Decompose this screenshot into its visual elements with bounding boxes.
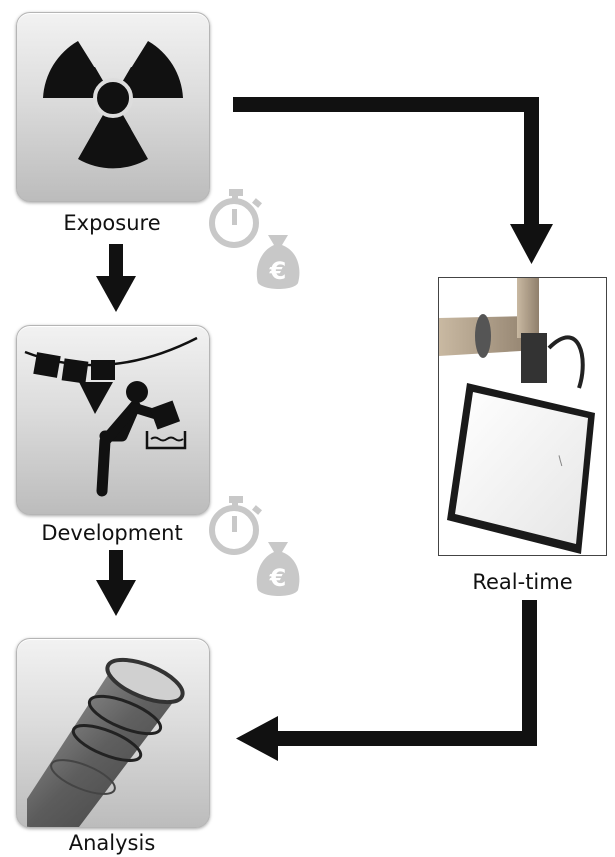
radiation-icon: [17, 13, 209, 201]
analysis-tile: [16, 638, 210, 828]
cost-marker-development: €: [206, 490, 306, 602]
realtime-label: Real-time: [438, 570, 607, 594]
development-tile: [16, 325, 210, 515]
arrow-exposure-to-development: [96, 244, 136, 312]
arrow-development-to-analysis: [96, 550, 136, 616]
stopwatch-icon: [212, 189, 262, 245]
realtime-detector-photo: ━━━: [438, 277, 607, 556]
digital-detector-photo: ━━━: [439, 278, 606, 555]
money-bag-icon: €: [257, 542, 300, 596]
exposure-label: Exposure: [16, 211, 208, 235]
cost-marker-exposure: €: [206, 183, 306, 295]
euro-symbol: €: [269, 564, 287, 592]
xray-pipe-icon: [17, 639, 209, 827]
exposure-tile: [16, 12, 210, 202]
film-developing-icon: [17, 326, 209, 514]
analysis-label: Analysis: [16, 831, 208, 855]
arrow-realtime-to-analysis: [236, 600, 537, 761]
development-label: Development: [16, 521, 208, 545]
money-bag-icon: €: [257, 235, 300, 289]
euro-symbol: €: [269, 257, 287, 285]
stopwatch-icon: [212, 496, 262, 552]
